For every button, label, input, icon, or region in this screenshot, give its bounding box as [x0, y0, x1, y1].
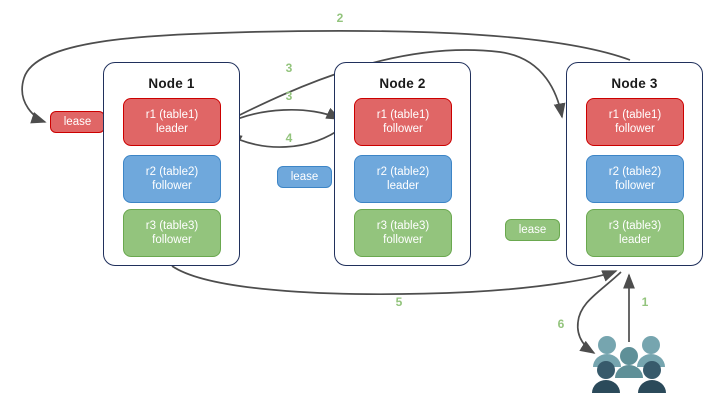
replica-name: r2 (table2): [145, 166, 199, 178]
replica-role: leader: [619, 234, 651, 246]
replica-node3-r3: r3 (table3) leader: [586, 209, 684, 257]
edge-3-node1-to-node2-path: [223, 107, 342, 126]
replica-role: follower: [383, 123, 423, 135]
replica-node3-r1: r1 (table1) follower: [586, 98, 684, 146]
replica-role: leader: [387, 180, 419, 192]
replica-role: follower: [615, 123, 655, 135]
edge-label-6: 6: [557, 317, 565, 331]
replica-name: r3 (table3): [376, 220, 430, 232]
replica-name: r3 (table3): [608, 220, 662, 232]
replica-role: follower: [383, 234, 423, 246]
edge-3-node1-to-node3-path: [221, 49, 566, 125]
edge-5-node1-to-node3-path: [171, 265, 618, 295]
node-title-node3: Node 3: [611, 76, 658, 91]
edge-label-4: 4: [285, 131, 293, 145]
users-group-icon: [592, 336, 666, 393]
replica-name: r2 (table2): [376, 166, 430, 178]
edge-2-path: [21, 30, 631, 124]
lease-badge-red: lease: [50, 111, 105, 133]
replica-role: follower: [152, 180, 192, 192]
lease-label: lease: [518, 224, 547, 236]
edge-6-node3-to-users-path: [576, 271, 622, 354]
node-container-node2: Node 2 r1 (table1) follower r2 (table2) …: [334, 62, 471, 266]
replica-name: r2 (table2): [608, 166, 662, 178]
edge-label-3b: 3: [285, 89, 293, 103]
edge-label-3a: 3: [285, 61, 293, 75]
replica-name: r3 (table3): [145, 220, 199, 232]
replica-name: r1 (table1): [376, 109, 430, 121]
edge-label-1: 1: [641, 295, 649, 309]
lease-badge-green: lease: [505, 219, 560, 241]
replica-node2-r2: r2 (table2) leader: [354, 155, 452, 203]
replica-node1-r3: r3 (table3) follower: [123, 209, 221, 257]
replica-role: leader: [156, 123, 188, 135]
node-container-node1: Node 1 r1 (table1) leader r2 (table2) fo…: [103, 62, 240, 266]
replica-node2-r3: r3 (table3) follower: [354, 209, 452, 257]
node-title-node2: Node 2: [379, 76, 426, 91]
node-title-node1: Node 1: [148, 76, 195, 91]
replica-name: r1 (table1): [145, 109, 199, 121]
edge-label-2: 2: [336, 11, 344, 25]
replica-role: follower: [615, 180, 655, 192]
replica-node3-r2: r2 (table2) follower: [586, 155, 684, 203]
lease-badge-blue: lease: [277, 166, 332, 188]
lease-label: lease: [63, 116, 92, 128]
replica-node2-r1: r1 (table1) follower: [354, 98, 452, 146]
replica-name: r1 (table1): [608, 109, 662, 121]
node-container-node3: Node 3 r1 (table1) follower r2 (table2) …: [566, 62, 703, 266]
replica-node1-r2: r2 (table2) follower: [123, 155, 221, 203]
replica-role: follower: [152, 234, 192, 246]
replica-node1-r1: r1 (table1) leader: [123, 98, 221, 146]
lease-label: lease: [290, 171, 319, 183]
edge-label-5: 5: [395, 295, 403, 309]
